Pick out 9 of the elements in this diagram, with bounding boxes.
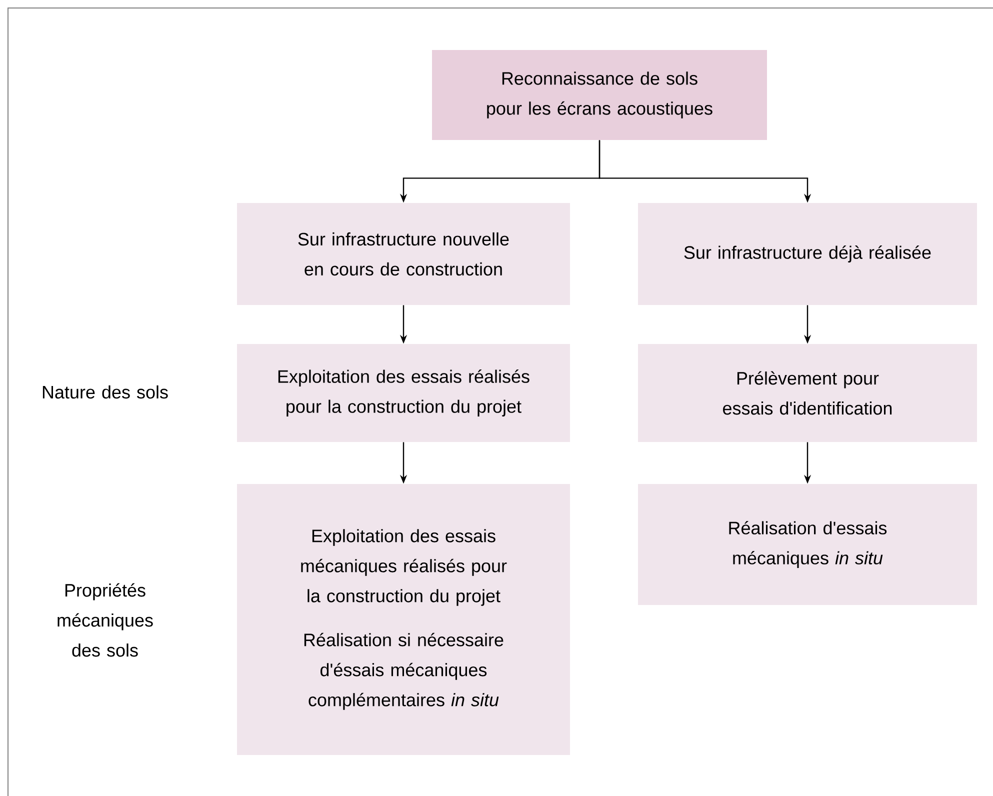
row-label: Nature des sols [42,385,168,399]
row-label: Propriétés mécaniques des sols [58,583,153,657]
process-box: Prélèvement pour essais d'identification [638,344,977,442]
process-box: Sur infrastructure nouvelle en cours de construction [237,203,570,305]
process-box: Exploitation des essais mécaniques réalisés pour la construction du projet Réalisation si nécessaire d'éssais mécaniques complémentaires in situ [237,484,570,755]
process-box: Réalisation d'essais mécaniques in situ [638,484,977,605]
process-box: Exploitation des essais réalisés pour la construction du projet [237,344,570,442]
process-box: Reconnaissance de sols pour les écrans acoustiques [432,50,767,140]
process-box: Sur infrastructure déjà réalisée [638,203,977,305]
